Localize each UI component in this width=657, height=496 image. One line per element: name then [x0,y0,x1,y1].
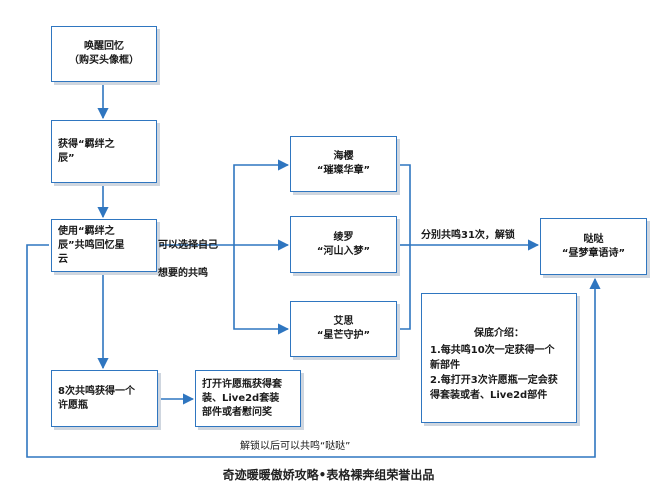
node-dada-label: 哒哒 “昼梦章语诗” [561,233,626,259]
line-haiying-merge [397,164,411,330]
node-obtain-bond-star: 获得“羁绊之 辰” [51,120,157,183]
edge-label-choose: 可以选择自己 想要的共鸣 [158,240,218,279]
node-open-wish-bottle-label: 打开许愿瓶获得套 装、Live2d套装 部件或者慰问奖 [202,378,282,418]
node-aisi-label: 艾思 “星芒守护” [316,316,371,341]
node-haiying-label: 海樱 “璀璨华章” [316,151,371,176]
node-open-wish-bottle: 打开许愿瓶获得套 装、Live2d套装 部件或者慰问奖 [195,370,301,427]
node-wake-memory-label: 唤醒回忆 （购买头像框） [69,41,139,66]
node-lingluo-label: 绫罗 “河山入梦” [316,231,371,257]
node-obtain-bond-star-label: 获得“羁绊之 辰” [58,138,115,164]
guarantee-note-title: 保底介绍： [474,328,524,339]
edge-label-after-unlock: 解锁以后可以共鸣“哒哒” [240,441,351,452]
node-dada: 哒哒 “昼梦章语诗” [540,218,647,275]
arrow-use-to-dada-bottom [26,244,601,458]
node-eight-resonance-label: 8次共鸣获得一个 许愿瓶 [58,385,135,411]
node-lingluo: 绫罗 “河山入梦” [290,216,397,273]
node-wake-memory: 唤醒回忆 （购买头像框） [51,26,157,82]
node-eight-resonance: 8次共鸣获得一个 许愿瓶 [51,370,158,427]
node-aisi: 艾思 “星芒守护” [290,301,397,357]
arrow-branch-to-haiying [233,159,290,245]
guarantee-note-body: 1.每共鸣10次一定获得一个 新部件 2.每打开3次许愿瓶一定会获 得套装或者、… [430,345,558,401]
node-use-bond-star-label: 使用“羁绊之 辰”共鸣回忆星 云 [58,225,125,265]
node-haiying: 海樱 “璀璨华章” [290,136,397,192]
guarantee-note: 保底介绍： 1.每共鸣10次一定获得一个 新部件 2.每打开3次许愿瓶一定会获 … [421,293,577,423]
node-use-bond-star: 使用“羁绊之 辰”共鸣回忆星 云 [51,219,157,272]
arrow-branch-to-aisi [233,245,290,335]
footer-credit: 奇迹暖暖傲娇攻略•表格裸奔组荣誉出品 [222,468,435,482]
edge-label-unlock: 分别共鸣31次，解锁 [421,230,515,241]
